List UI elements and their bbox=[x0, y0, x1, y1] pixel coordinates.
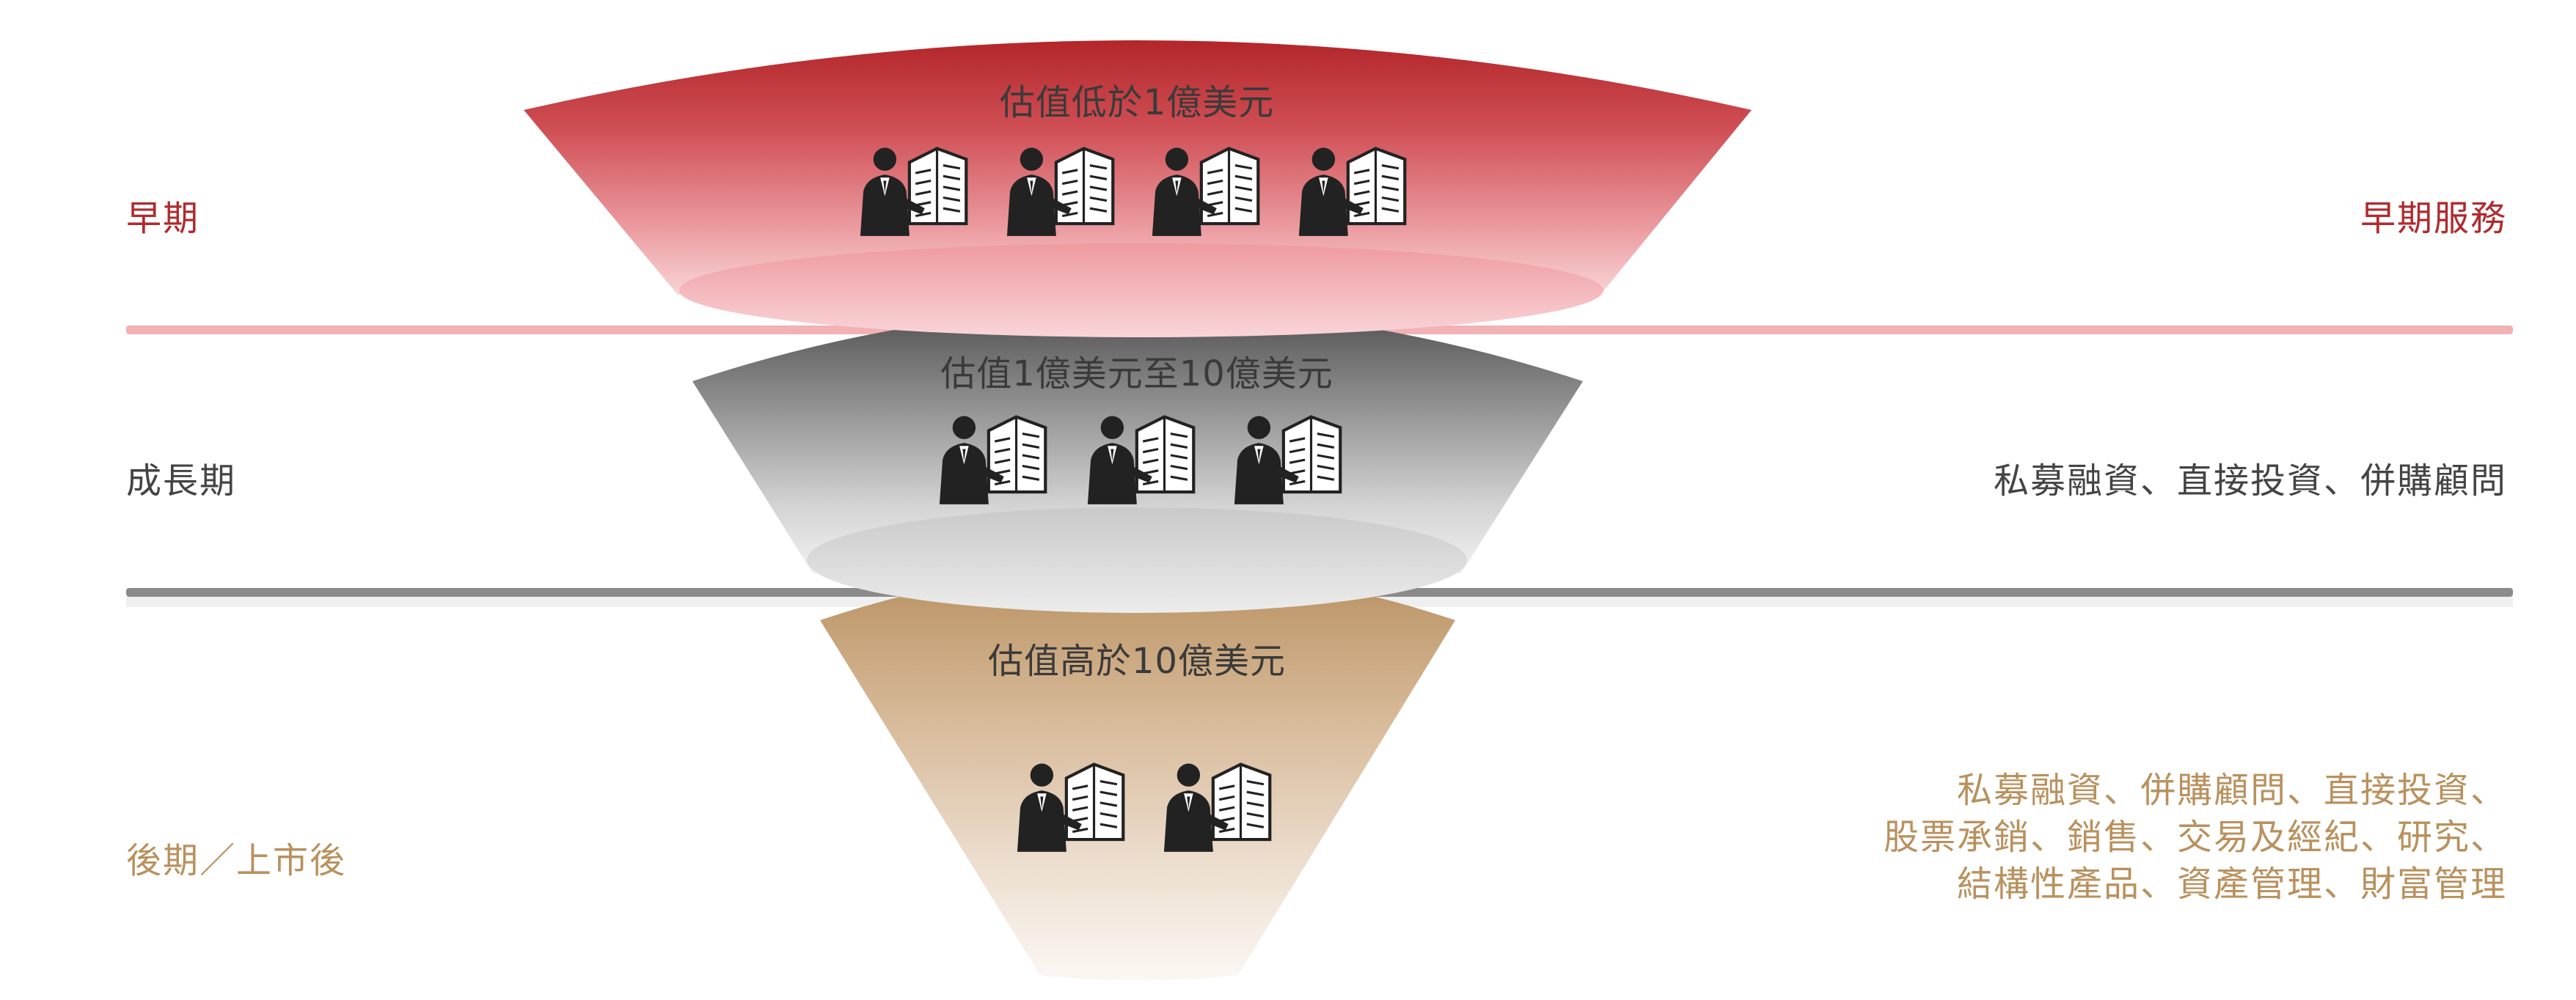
early-tier-base bbox=[679, 243, 1603, 337]
businessman-building-icon bbox=[860, 148, 966, 236]
late-tier-body bbox=[820, 567, 1455, 981]
businessman-building-icon bbox=[1234, 416, 1340, 504]
businessman-building-icon bbox=[1007, 148, 1113, 236]
businessman-building-icon bbox=[1164, 764, 1270, 852]
services-late: 私募融資、併購顧問、直接投資、 股票承銷、銷售、交易及經紀、研究、 結構性產品、… bbox=[1884, 767, 2507, 908]
late-tier-title: 估值高於10億美元 bbox=[987, 641, 1287, 682]
services-late-line: 結構性產品、資產管理、財富管理 bbox=[1956, 864, 2507, 905]
services-late-line: 私募融資、併購顧問、直接投資、 bbox=[1956, 770, 2507, 811]
late-tier bbox=[820, 567, 1455, 981]
businessman-building-icon bbox=[1299, 148, 1405, 236]
services-growth: 私募融資、直接投資、併購顧問 bbox=[1993, 460, 2507, 501]
growth-tier-title: 估值1億美元至10億美元 bbox=[940, 353, 1333, 394]
businessman-building-icon bbox=[1088, 416, 1193, 504]
growth-tier-base bbox=[807, 507, 1467, 613]
services-early: 早期服務 bbox=[2360, 198, 2507, 239]
businessman-building-icon bbox=[940, 416, 1045, 504]
early-tier bbox=[524, 40, 1752, 337]
businessman-building-icon bbox=[1017, 764, 1123, 852]
early-tier-body bbox=[524, 40, 1752, 295]
stage-label-early: 早期 bbox=[126, 198, 200, 239]
businessman-building-icon bbox=[1152, 148, 1258, 236]
stage-label-late: 後期／上市後 bbox=[126, 840, 347, 881]
early-tier-title: 估值低於1億美元 bbox=[999, 82, 1275, 123]
stage-label-growth: 成長期 bbox=[126, 460, 237, 501]
services-late-line: 股票承銷、銷售、交易及經紀、研究、 bbox=[1883, 817, 2507, 858]
